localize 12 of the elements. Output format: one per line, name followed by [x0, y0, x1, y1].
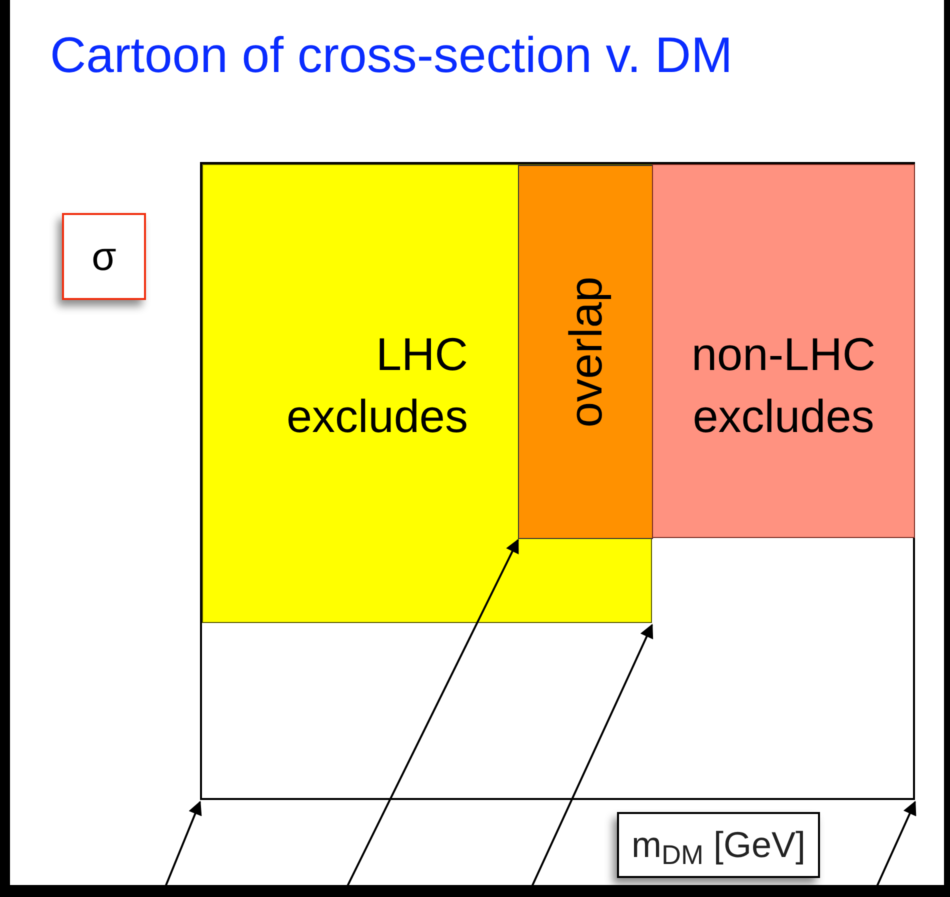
- region-label: overlap: [558, 276, 612, 428]
- axis-label-box: [617, 812, 820, 878]
- axis-label-box: [62, 213, 146, 300]
- region-label: m$_{DM}$ [GeV]: [631, 823, 806, 872]
- title: Cartoon of cross-section v. DM: [50, 26, 733, 85]
- excluded-region: [202, 164, 652, 623]
- overlap-region: [518, 165, 653, 539]
- region-label: non-LHC excludes: [690, 327, 877, 444]
- region-label: LHC excludes: [285, 327, 468, 444]
- plot-frame: [200, 162, 915, 800]
- region-label: σ: [92, 234, 116, 280]
- excluded-region: [652, 164, 915, 538]
